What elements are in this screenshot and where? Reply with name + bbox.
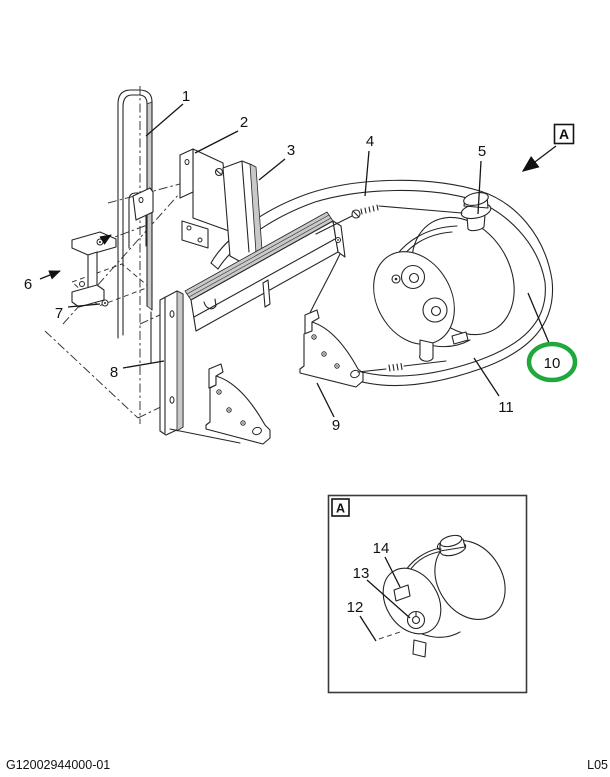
filler-cap: [460, 192, 492, 232]
cable-assembly-4: [315, 204, 463, 235]
detail-a-box: [331, 498, 350, 517]
reservoir-tank: [373, 192, 515, 362]
detail-stub: [412, 639, 427, 658]
callout-1: 1: [182, 88, 190, 105]
callout-7: 7: [55, 305, 63, 322]
callout-11: 11: [498, 399, 514, 416]
callout-4: 4: [366, 133, 374, 150]
bolt-axis-arrow: [99, 234, 112, 245]
view-a-arrow: [521, 145, 557, 172]
view-a-label: A: [559, 126, 569, 142]
callout-labels: 1 2 3 4 5 6 7 8 9 11: [24, 88, 514, 434]
panel-top-channel: [184, 211, 346, 332]
detail-leaders: [359, 556, 411, 642]
highlighted-callout-10[interactable]: 10: [526, 341, 578, 383]
callout-10[interactable]: 10: [544, 355, 561, 372]
callout-5: 5: [478, 143, 486, 160]
detail-tank: [382, 534, 506, 658]
callout-9: 9: [332, 417, 340, 434]
callout-6: 6: [24, 276, 32, 293]
mounting-bracket-2: [179, 148, 230, 249]
highlight-circle[interactable]: [526, 341, 578, 383]
detail-sticker: [393, 584, 411, 602]
axis-lines: [44, 86, 215, 424]
hose-loop: [210, 179, 554, 386]
detail-a-label: A: [336, 502, 345, 516]
callout-13: 13: [353, 565, 370, 582]
callout-leaders: [39, 103, 550, 418]
cable-assembly-11: [357, 360, 447, 373]
footer-page-code: L05: [587, 758, 608, 772]
side-plate-3: [222, 160, 263, 263]
frame-rail: [117, 89, 153, 364]
rail-flange: [132, 187, 154, 221]
callout-8: 8: [110, 364, 118, 381]
mounting-panel-8: [159, 290, 241, 444]
footer-document-number: G12002944000-01: [6, 758, 110, 772]
callout-14: 14: [373, 540, 390, 557]
callout-3: 3: [287, 142, 295, 159]
view-a-box: [553, 123, 575, 145]
view-a-reference: A: [521, 123, 575, 172]
tank-drain-stub: [419, 339, 434, 362]
support-bracket-6: [71, 231, 117, 308]
detail-view-box: A 14 13 12: [327, 494, 528, 694]
callout-2: 2: [240, 114, 248, 131]
gusset-bracket-9: [299, 309, 364, 388]
callout-12: 12: [347, 599, 364, 616]
gusset-bracket-left: [205, 363, 271, 445]
